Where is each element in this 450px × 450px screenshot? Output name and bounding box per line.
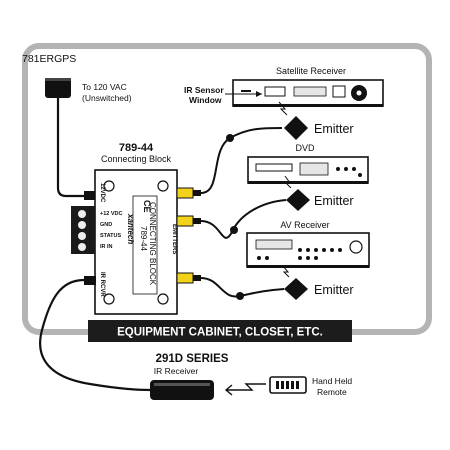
emitter-cable-bead	[230, 226, 238, 234]
emitter-icon	[284, 278, 308, 300]
terminal-label-status: STATUS	[100, 233, 122, 239]
terminal-label-12vdc: +12 VDC	[100, 211, 122, 217]
emitter-jack-2	[176, 215, 201, 227]
block-body-model: 789-44	[139, 226, 148, 251]
terminal-label-gnd: GND	[100, 222, 112, 228]
block-model-label: 789-44	[119, 142, 154, 154]
ir-signal-arrow	[284, 175, 292, 189]
psu-cable	[56, 98, 86, 198]
jack-12vdc-label: 12VDC	[99, 183, 105, 203]
ir-receiver-cable	[39, 278, 151, 392]
emitters-port-label: EMITTERS	[171, 224, 177, 254]
satellite-receiver-label: Satellite Receiver	[276, 66, 346, 76]
av-receiver	[246, 232, 370, 268]
ir-receiver-series: 291D SERIES	[156, 353, 229, 365]
psu-note-line1: To 120 VAC	[82, 82, 127, 92]
block-body-title: CONNECTING BLOCK	[148, 202, 157, 286]
power-supply-icon	[45, 78, 71, 98]
emitter-cable-bead	[226, 134, 234, 142]
block-ce-mark: CE	[142, 200, 152, 213]
screw-icon	[157, 293, 169, 305]
emitter-cable-bead	[236, 292, 244, 300]
volume-knob-icon	[349, 240, 363, 254]
remote-label-line2: Remote	[317, 387, 347, 397]
psu-note-line2: (Unswitched)	[82, 93, 132, 103]
ir-signal-arrow	[282, 265, 290, 278]
psu-model-label: 781ERGPS	[22, 53, 76, 65]
cabinet-label-banner	[88, 320, 352, 342]
ir-sensor-label-line2: Window	[189, 95, 222, 105]
ir-receiver-device	[150, 380, 214, 400]
terminal-strip	[71, 206, 95, 254]
block-title-label: Connecting Block	[101, 154, 172, 164]
connecting-block	[94, 169, 178, 315]
remote-control-icon	[269, 376, 307, 394]
emitter-icon	[286, 189, 310, 211]
screw-icon	[157, 180, 169, 192]
dvd-label: DVD	[295, 143, 315, 153]
dvd-player	[247, 156, 369, 184]
jack-ir-rcvr-label: IR RCVR	[99, 272, 105, 297]
terminal-label-ir-in: IR IN	[100, 244, 113, 250]
screw-icon	[103, 293, 115, 305]
ir-signal-arrow	[278, 101, 288, 116]
av-receiver-label: AV Receiver	[280, 220, 329, 230]
remote-label-line1: Hand Held	[312, 376, 352, 386]
emitter-label-1: Emitter	[314, 122, 354, 136]
emitter-icon	[284, 116, 308, 140]
ir-sensor-window	[264, 86, 286, 97]
ir-sensor-label-line1: IR Sensor	[184, 85, 224, 95]
emitter-label-2: Emitter	[314, 194, 354, 208]
emitter-label-3: Emitter	[314, 283, 354, 297]
emitter-jack-3	[176, 272, 201, 284]
cabinet-label: EQUIPMENT CABINET, CLOSET, ETC.	[117, 327, 323, 339]
emitter-jack-1	[176, 187, 201, 199]
psu-plug	[84, 191, 96, 200]
block-brand: xantech	[126, 213, 135, 244]
ir-signal-lightning-icon	[224, 383, 266, 396]
screw-icon	[103, 180, 115, 192]
ir-rcvr-jack	[84, 276, 96, 285]
ir-receiver-name: IR Receiver	[154, 366, 199, 376]
